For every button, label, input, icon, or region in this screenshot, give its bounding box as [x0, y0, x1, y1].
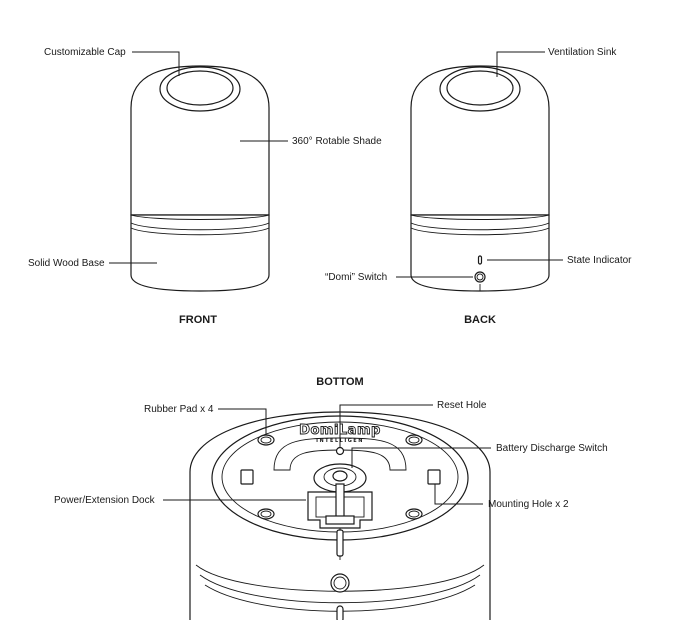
- leader-lines: [109, 51, 563, 505]
- domi-switch-button: [474, 271, 486, 283]
- label-customizable-cap: Customizable Cap: [44, 47, 126, 58]
- side-indicator: [336, 605, 344, 623]
- view-title-front: FRONT: [179, 314, 217, 326]
- label-rotatable-shade: 360° Rotable Shade: [292, 136, 382, 147]
- power-extension-dock: [307, 483, 373, 560]
- label-solid-wood-base: Solid Wood Base: [28, 258, 105, 269]
- label-domi-switch: “Domi” Switch: [325, 272, 387, 283]
- labels: Customizable Cap 360° Rotable Shade Soli…: [28, 47, 632, 510]
- state-indicator-led: [477, 255, 483, 265]
- bottom-lamp: DomiLamp INTELLIGEN: [189, 411, 491, 623]
- label-state-indicator: State Indicator: [567, 255, 632, 266]
- mounting-hole-left: [240, 469, 254, 485]
- label-ventilation-sink: Ventilation Sink: [548, 47, 617, 58]
- front-lamp: [130, 65, 270, 292]
- view-title-back: BACK: [464, 314, 496, 326]
- domilamp-logo-sub: INTELLIGEN: [316, 438, 364, 444]
- mounting-hole-right: [427, 469, 441, 485]
- label-reset-hole: Reset Hole: [437, 400, 487, 411]
- label-battery-discharge-switch: Battery Discharge Switch: [496, 443, 608, 454]
- reset-hole: [335, 446, 345, 456]
- back-lamp: [410, 65, 550, 292]
- label-power-extension-dock: Power/Extension Dock: [54, 495, 156, 506]
- label-rubber-pad: Rubber Pad x 4: [144, 404, 214, 415]
- label-mounting-hole: Mounting Hole x 2: [488, 499, 569, 510]
- view-title-bottom: BOTTOM: [316, 376, 363, 388]
